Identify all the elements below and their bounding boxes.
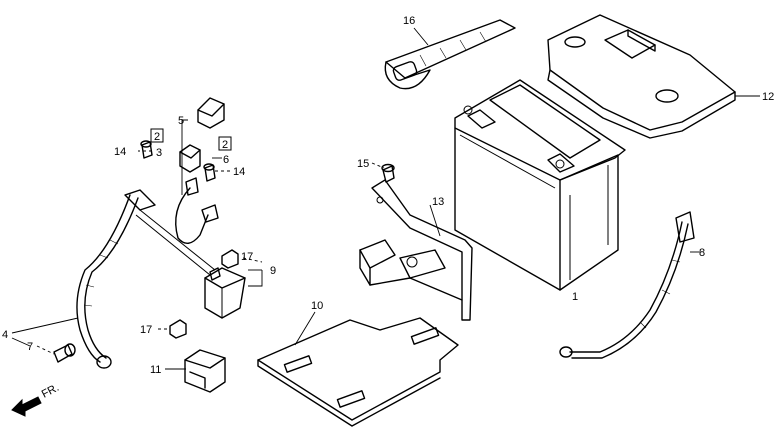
callout-2-right: 2 [222,139,228,151]
bolt-lower [203,163,216,182]
callout-13: 13 [432,196,444,208]
battery-tray [257,317,459,427]
callout-10: 10 [311,300,323,312]
starter-sub-cable [175,177,219,244]
callout-17-upper: 17 [241,251,253,263]
battery-band [384,19,516,90]
callout-2-box-left [150,128,164,143]
callout-16: 16 [403,15,415,27]
callout-14-left: 14 [114,146,126,158]
bolt-stay [381,163,395,183]
callout-11: 11 [150,364,161,376]
callout-12: 12 [762,91,774,103]
relay-rubber-cover [184,349,226,393]
bolt-upper [140,140,153,159]
callout-7: 7 [27,341,33,353]
callout-8: 8 [699,247,705,259]
battery [454,79,626,291]
callout-1: 1 [572,291,578,303]
callout-14-right: 14 [233,166,245,178]
starter-relay [204,267,246,319]
callout-6: 6 [223,154,229,166]
battery-negative-cable [76,189,156,369]
leader-lines [11,27,760,370]
relay-wire-lead [135,209,216,276]
callout-2-left: 2 [154,131,160,143]
callout-4: 4 [2,329,8,341]
callout-3: 3 [156,147,162,159]
battery-cover [547,14,736,139]
callout-9: 9 [270,265,276,277]
callout-17-lower: 17 [140,324,152,336]
battery-positive-cable [559,211,695,359]
front-arrow-icon [11,396,42,417]
terminal-cover-upper [197,97,225,129]
callout-2-box-right [218,136,232,151]
terminal-cover-lower [179,144,201,173]
fuse-upper [221,249,239,269]
bolt-cable [53,343,76,363]
callout-5: 5 [178,115,184,127]
battery-stay [359,179,473,321]
fuse-lower [169,319,187,339]
front-label: FR. [40,382,61,401]
callout-15: 15 [357,158,369,170]
